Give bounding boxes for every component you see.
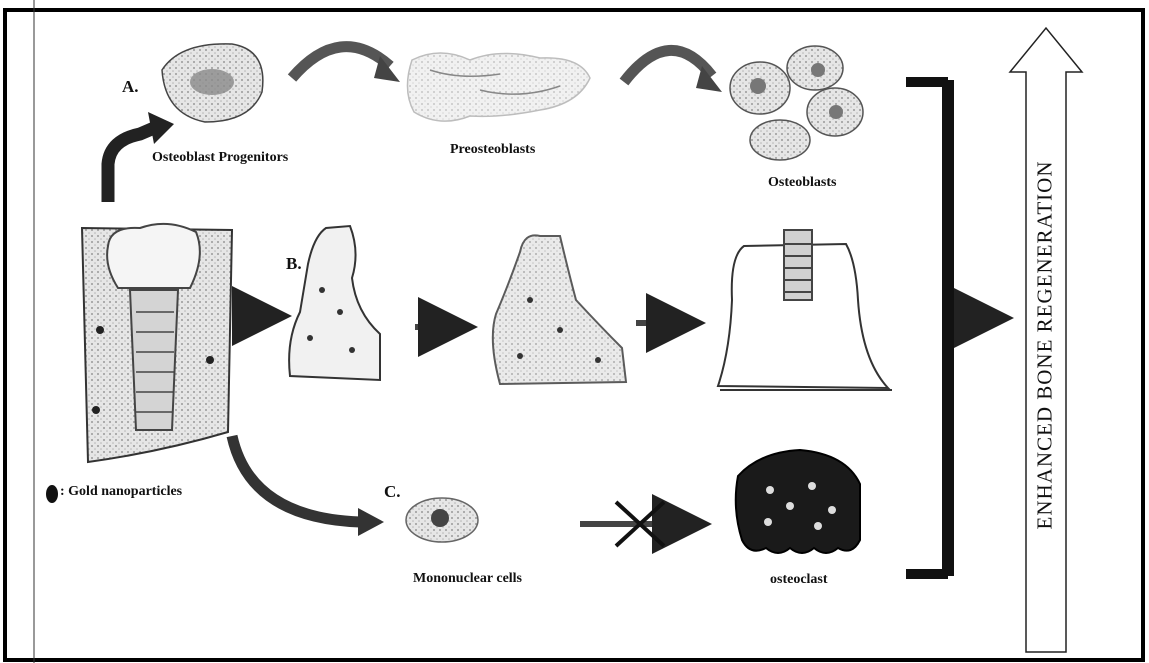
tooth-implant-figure	[82, 224, 232, 462]
label-osteoblast-progenitors: Osteoblast Progenitors	[152, 150, 288, 166]
osteoblast-progenitor-cell	[162, 44, 263, 122]
bone-section-1	[289, 226, 380, 380]
bone-with-implant	[718, 230, 892, 390]
gold-nanoparticle-symbol	[46, 485, 58, 503]
label-section-b: B.	[286, 254, 302, 274]
label-section-c: C.	[384, 482, 401, 502]
osteoclast-cell	[736, 450, 860, 553]
bone-section-2	[493, 235, 626, 384]
mononuclear-cell	[406, 498, 478, 542]
label-mononuclear-cells: Mononuclear cells	[413, 571, 522, 587]
label-preosteoblasts: Preosteoblasts	[450, 142, 535, 158]
label-enhanced-bone-regeneration: ENHANCED BONE REGENERATION	[1033, 161, 1058, 530]
curved-arrow-preosteoblast-to-osteoblast	[624, 50, 712, 82]
preosteoblast-cells	[407, 53, 590, 121]
arrow-implant-to-progenitors-head	[148, 112, 174, 144]
curved-arrow-implant-to-mononuclear-head	[358, 508, 384, 536]
summary-bracket	[906, 80, 948, 576]
label-osteoclast: osteoclast	[770, 572, 828, 588]
curved-arrow-implant-to-mononuclear	[232, 436, 360, 522]
label-section-a: A.	[122, 77, 139, 97]
label-osteoblasts: Osteoblasts	[768, 175, 836, 191]
osteoblast-cells	[730, 46, 863, 160]
arrow-implant-to-progenitors	[108, 128, 154, 202]
legend-gold-nanoparticles: : Gold nanoparticles	[60, 484, 182, 500]
